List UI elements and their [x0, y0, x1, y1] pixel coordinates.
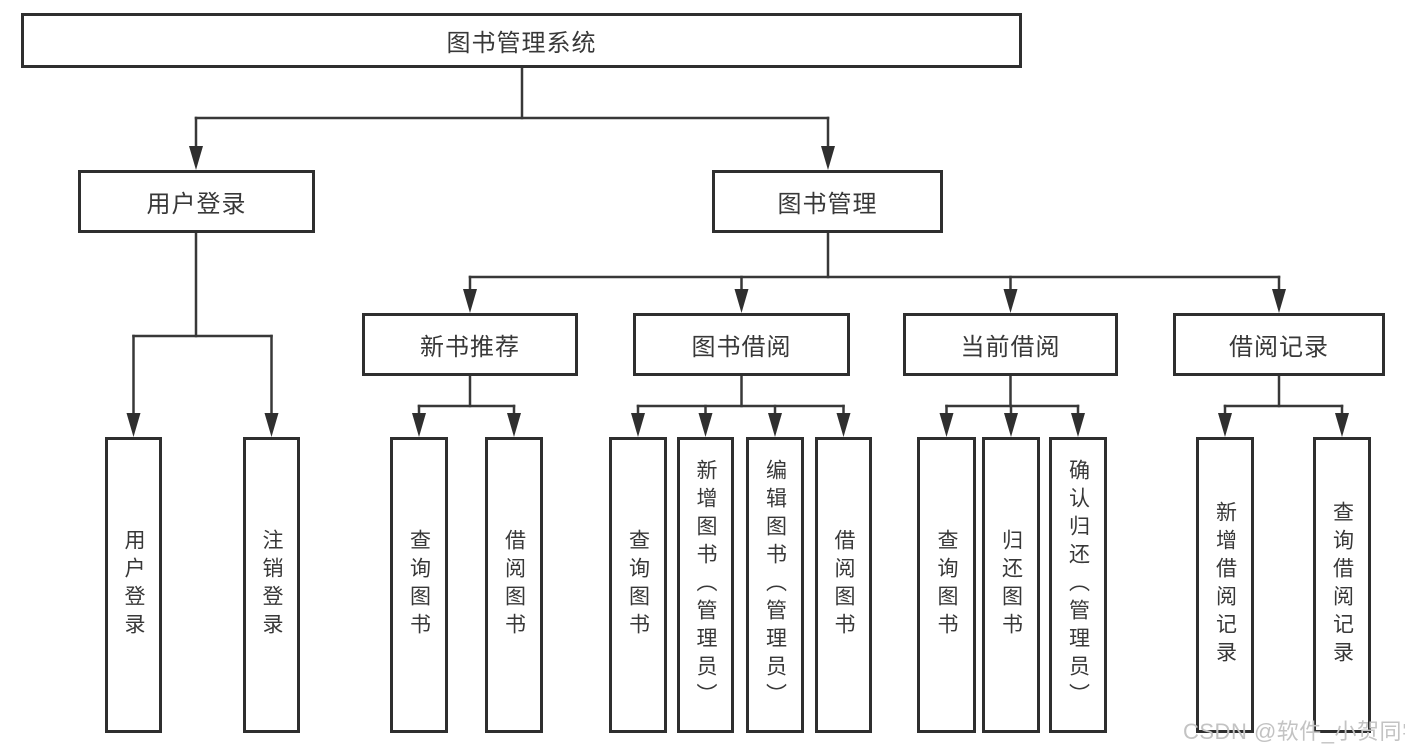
arrowhead-icon [1071, 413, 1085, 437]
arrowhead-icon [264, 413, 279, 437]
arrowhead-icon [1218, 413, 1232, 437]
arrowhead-icon [631, 413, 645, 437]
arrowhead-icon [189, 146, 203, 170]
node-add-borrowing-record: 新增借阅记录 [1196, 437, 1254, 733]
arrowhead-icon [698, 413, 713, 437]
node-user-login: 用户登录 [78, 170, 315, 233]
node-borrow-books-borrowing: 借阅图书 [815, 437, 872, 733]
connector-root-to-level2 [189, 66, 835, 170]
node-query-books-recommend: 查询图书 [390, 437, 448, 733]
node-return-books: 归还图书 [982, 437, 1040, 733]
connector-book-management-branch [463, 231, 1286, 313]
node-logout: 注销登录 [243, 437, 300, 733]
arrowhead-icon [821, 146, 835, 170]
arrowhead-icon [836, 413, 851, 437]
arrowhead-icon [463, 289, 477, 313]
node-book-management: 图书管理 [712, 170, 943, 233]
node-confirm-return-admin: 确认归还（管理员） [1049, 437, 1107, 733]
connector-user-login-branch [126, 231, 279, 437]
node-book-borrowing: 图书借阅 [633, 313, 850, 376]
node-edit-books-admin: 编辑图书（管理员） [746, 437, 804, 733]
connector-borrowing-records-branch [1218, 374, 1349, 437]
arrowhead-icon [1272, 289, 1286, 313]
node-borrow-books-recommend: 借阅图书 [485, 437, 543, 733]
arrowhead-icon [734, 289, 749, 313]
connector-new-book-branch [412, 374, 521, 437]
node-new-book-recommendation: 新书推荐 [362, 313, 578, 376]
node-add-books-admin: 新增图书（管理员） [677, 437, 734, 733]
arrowhead-icon [1004, 413, 1018, 437]
node-user-login-leaf: 用户登录 [105, 437, 162, 733]
arrowhead-icon [1003, 289, 1018, 313]
arrowhead-icon [1335, 413, 1349, 437]
node-library-management-system: 图书管理系统 [21, 13, 1022, 68]
arrowhead-icon [768, 413, 782, 437]
connector-book-borrowing-branch [631, 374, 851, 437]
arrowhead-icon [412, 413, 426, 437]
arrowhead-icon [939, 413, 954, 437]
connector-current-borrowing-branch [939, 374, 1085, 437]
node-query-books-current: 查询图书 [917, 437, 976, 733]
arrowhead-icon [507, 413, 521, 437]
arrowhead-icon [126, 413, 141, 437]
node-query-books-borrowing: 查询图书 [609, 437, 667, 733]
node-current-borrowing: 当前借阅 [903, 313, 1118, 376]
node-borrowing-records: 借阅记录 [1173, 313, 1385, 376]
node-query-borrowing-record: 查询借阅记录 [1313, 437, 1371, 733]
csdn-watermark: CSDN @软件_小贺同学 [1183, 719, 1405, 744]
